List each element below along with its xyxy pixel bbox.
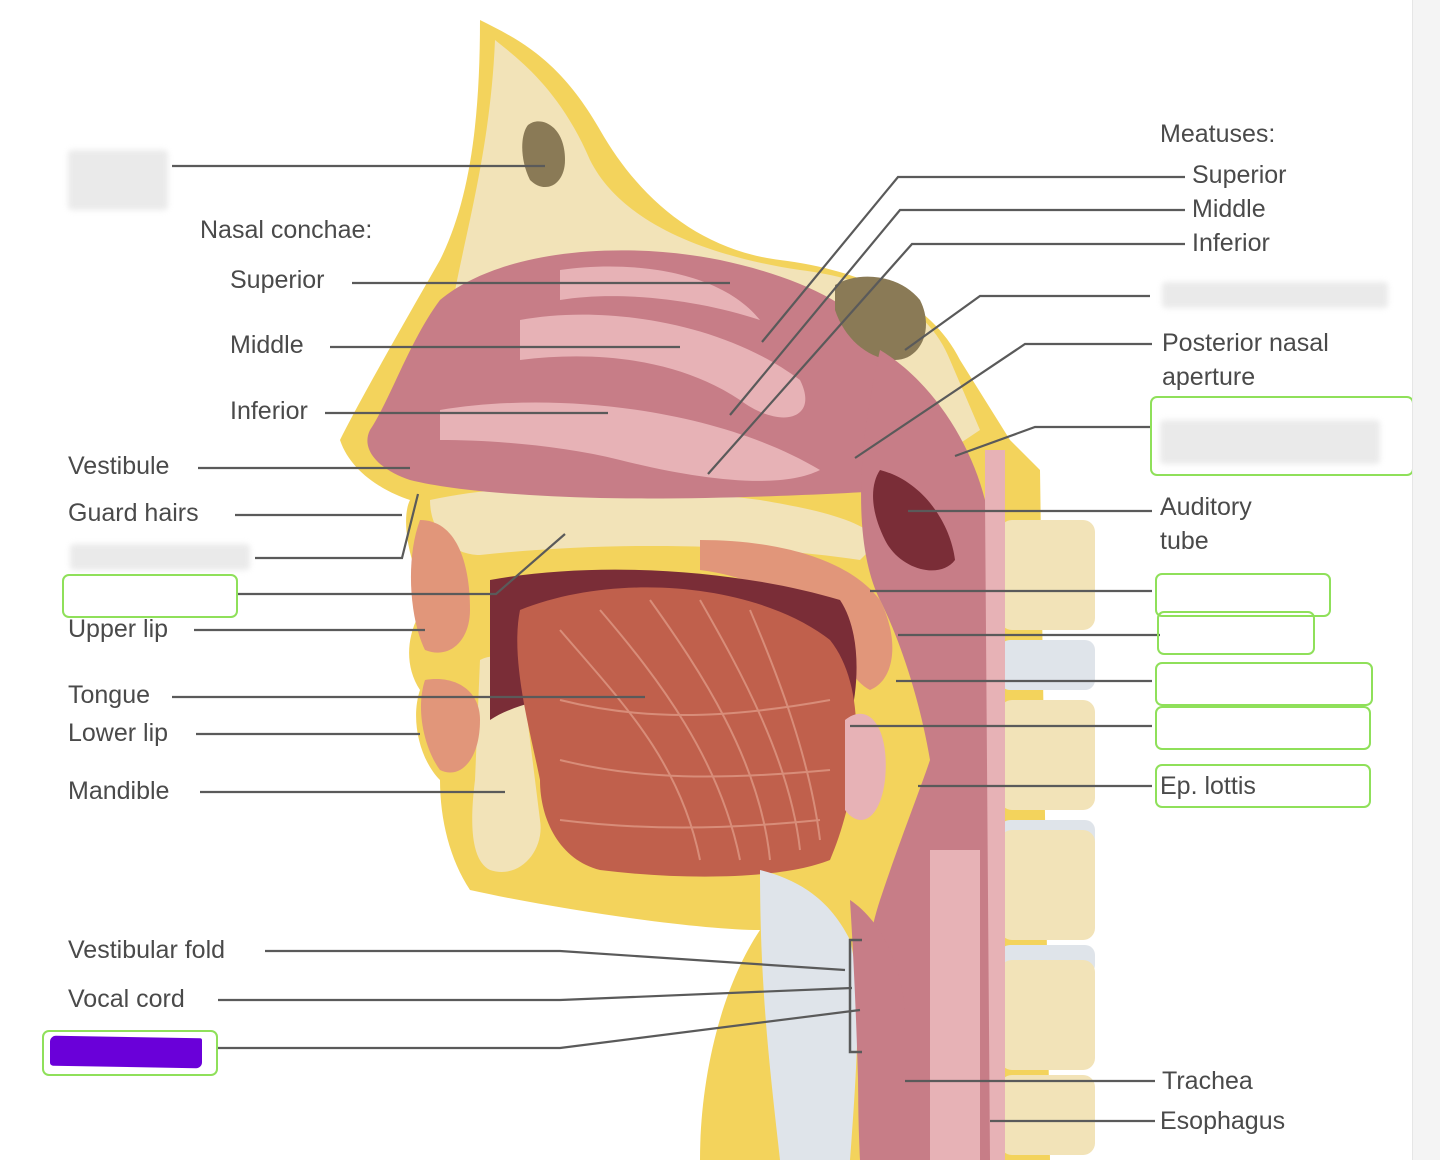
answer-box-lingual-tonsil[interactable] xyxy=(1155,706,1371,750)
frontal-sinus xyxy=(522,121,565,188)
label-conchae-inferior: Inferior xyxy=(230,397,308,425)
purple-redaction-mark xyxy=(50,1035,202,1069)
label-tongue: Tongue xyxy=(68,681,151,709)
label-mandible: Mandible xyxy=(68,777,170,805)
label-vocal-cord: Vocal cord xyxy=(68,985,185,1013)
mandible-bone xyxy=(472,656,541,872)
label-conchae-superior: Superior xyxy=(230,266,325,294)
spinal-cord xyxy=(985,450,1005,1160)
upper-lip xyxy=(410,520,470,653)
obscured-label-nostril xyxy=(70,544,250,570)
larynx-bracket xyxy=(848,938,862,1054)
label-epiglottis: Ep. lottis xyxy=(1160,772,1256,800)
label-vestibular-fold: Vestibular fold xyxy=(68,936,226,964)
answer-box-uvula[interactable] xyxy=(1157,611,1315,655)
obscured-label-pharyngeal-tonsil xyxy=(1160,420,1380,464)
label-lower-lip: Lower lip xyxy=(68,719,169,747)
trachea-lumen xyxy=(850,900,905,1160)
vertebral-column xyxy=(1000,520,1095,1155)
label-posterior-nasal-aperture-1: Posterior nasal xyxy=(1162,329,1329,357)
answer-box-larynx[interactable] xyxy=(42,1030,218,1076)
answer-box-epiglottis[interactable] xyxy=(1155,764,1371,808)
label-esophagus: Esophagus xyxy=(1160,1107,1286,1135)
label-trachea: Trachea xyxy=(1162,1067,1253,1095)
middle-concha xyxy=(520,314,806,418)
obscured-label-frontal-sinus xyxy=(68,150,168,210)
label-upper-lip: Upper lip xyxy=(68,615,169,643)
label-vestibule: Vestibule xyxy=(68,452,170,480)
superior-concha xyxy=(560,266,760,320)
inferior-concha xyxy=(440,402,820,481)
vertical-scrollbar[interactable] xyxy=(1412,0,1440,1160)
lower-lip xyxy=(420,679,480,773)
label-meatus-superior: Superior xyxy=(1192,161,1287,189)
esophagus-shape xyxy=(930,850,980,1160)
larynx xyxy=(760,870,858,1160)
label-guard-hairs: Guard hairs xyxy=(68,499,199,527)
leader-lines xyxy=(172,164,1185,1123)
answer-box-soft-palate[interactable] xyxy=(1155,573,1331,617)
label-conchae-middle: Middle xyxy=(230,331,304,359)
hard-palate-bone xyxy=(430,486,880,560)
tongue-fibers xyxy=(559,599,831,861)
obscured-label-sphenoid-sinus xyxy=(1162,282,1388,308)
label-meatuses-heading: Meatuses: xyxy=(1160,120,1276,148)
label-posterior-nasal-aperture-2: aperture xyxy=(1162,363,1256,391)
tongue xyxy=(517,587,857,877)
epiglottis-shape xyxy=(845,713,886,820)
sphenoid-sinus xyxy=(835,276,926,360)
label-meatus-inferior: Inferior xyxy=(1192,229,1270,257)
answer-box-hard-palate[interactable] xyxy=(62,574,238,618)
label-auditory-tube-1: Auditory xyxy=(1160,493,1252,521)
nasopharynx-dark xyxy=(873,470,955,571)
answer-box-palatine-tonsil[interactable] xyxy=(1155,662,1373,706)
label-nasal-conchae-heading: Nasal conchae: xyxy=(200,216,373,244)
label-auditory-tube-2: tube xyxy=(1160,527,1209,555)
label-meatus-middle: Middle xyxy=(1192,195,1266,223)
